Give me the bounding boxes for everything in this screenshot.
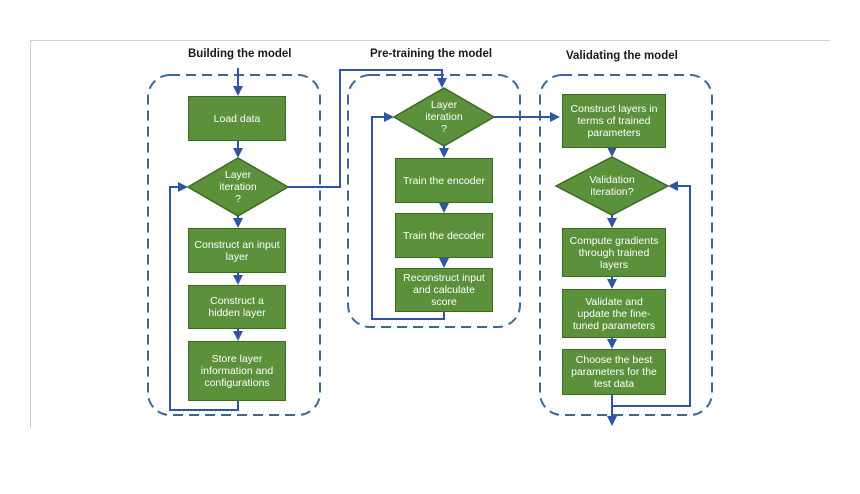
train-decoder-box: Train the decoder <box>395 213 493 258</box>
building-section-title: Building the model <box>188 48 292 60</box>
arrow-pretraining-loop <box>371 112 445 320</box>
validating-decision-label: Validation iteration? <box>589 174 635 198</box>
store-layer-box: Store layer information and configuratio… <box>188 341 286 401</box>
train-encoder-box: Train the encoder <box>395 158 493 203</box>
arrow-building-to-pretraining <box>288 69 447 188</box>
validating-section-title: Validating the model <box>566 50 678 62</box>
hidden-layer-box: Construct a hidden layer <box>188 285 286 329</box>
validating-section-container <box>539 74 713 416</box>
compute-gradients-box: Compute gradients through trained layers <box>562 228 666 277</box>
pretraining-section-container <box>347 74 521 328</box>
input-layer-box: Construct an input layer <box>188 228 286 273</box>
arrow-validating-loop <box>611 181 691 407</box>
building-decision-label: Layer iteration ? <box>219 169 257 205</box>
load-data-box: Load data <box>188 96 286 141</box>
choose-best-box: Choose the best parameters for the test … <box>562 349 666 395</box>
pretraining-decision-label: Layer iteration ? <box>425 99 463 135</box>
construct-layers-box: Construct layers in terms of trained par… <box>562 94 666 148</box>
validate-update-box: Validate and update the fine-tuned param… <box>562 289 666 338</box>
arrow-building-loop <box>169 182 239 411</box>
building-section-container <box>147 74 321 416</box>
reconstruct-box: Reconstruct input and calculate score <box>395 268 493 312</box>
pretraining-section-title: Pre-training the model <box>370 48 493 60</box>
